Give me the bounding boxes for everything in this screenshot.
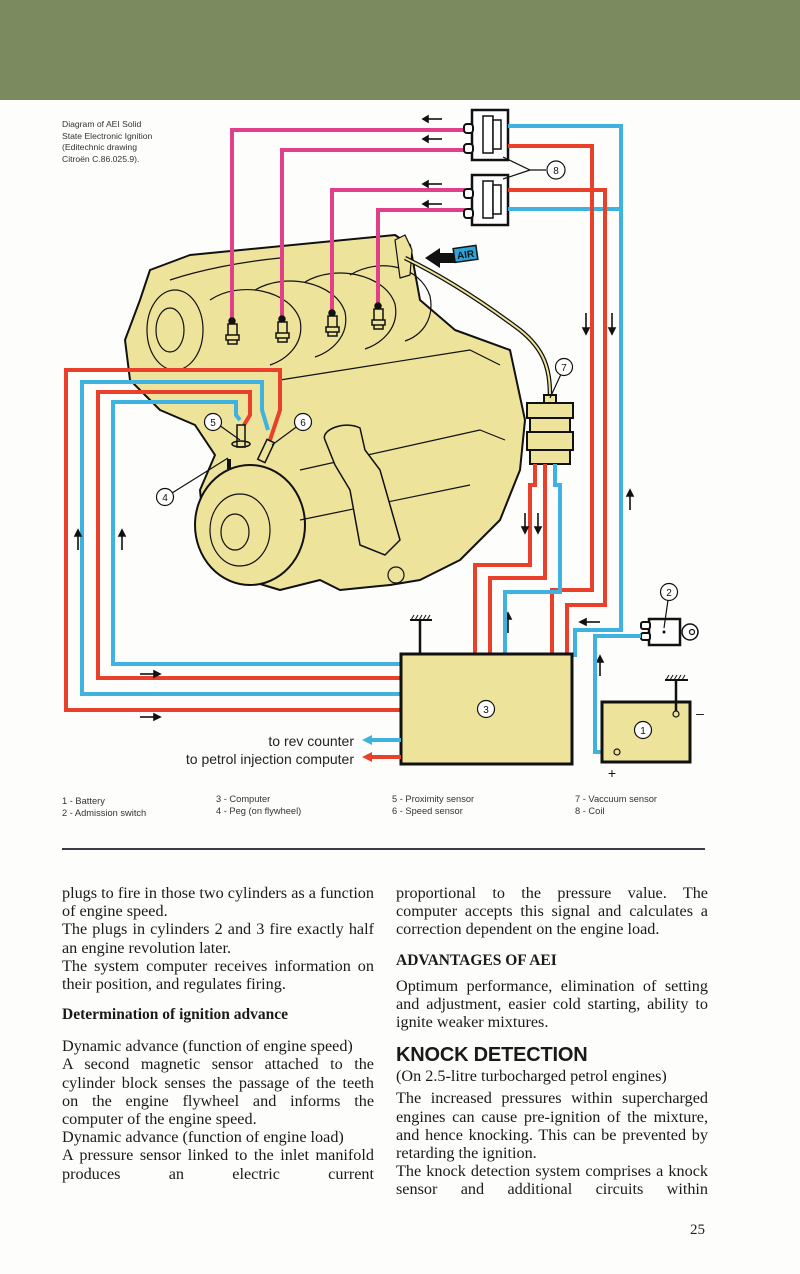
- paragraph: Optimum performance, elimination of sett…: [396, 976, 708, 1032]
- ht-direction-arrows: [421, 114, 442, 209]
- callout-battery: 1: [633, 720, 653, 740]
- svg-text:2: 2: [666, 588, 672, 599]
- callout-computer: 3: [476, 699, 496, 719]
- article-right-column: proportional to the pressure value. The …: [396, 884, 708, 1199]
- svg-text:8: 8: [553, 166, 559, 177]
- svg-text:1: 1: [640, 726, 646, 737]
- legend-item: 2 - Admission switch: [62, 808, 147, 818]
- paragraph: plugs to fire in those two cylinders as …: [62, 884, 374, 921]
- page-number: 25: [690, 1222, 705, 1238]
- legend-item: 5 - Proximity sensor: [392, 794, 475, 804]
- paragraph: The plugs in cylinders 2 and 3 fire exac…: [62, 920, 374, 957]
- battery-minus-label: –: [696, 705, 704, 721]
- callout-vacuum-sensor: 7: [554, 357, 574, 377]
- legend-column-3: 5 - Proximity sensor 6 - Speed sensor: [392, 793, 474, 817]
- output-wiring: [372, 738, 401, 759]
- paragraph: Dynamic advance (function of engine spee…: [62, 1037, 353, 1056]
- admission-switch: [640, 617, 699, 647]
- caption-line: (Editechnic drawing: [62, 142, 137, 152]
- caption-line: State Electronic Ignition: [62, 130, 153, 141]
- battery-plus-label: +: [608, 765, 616, 781]
- caption-line: Citroën C.86.025.9).: [62, 153, 140, 164]
- ignition-diagram: AIR: [64, 108, 704, 781]
- coil-upper: [463, 108, 510, 162]
- callout-peg: 4: [155, 487, 175, 507]
- legend-item: 1 - Battery: [62, 796, 105, 806]
- legend-item: 6 - Speed sensor: [392, 806, 463, 816]
- legend-column-2: 3 - Computer 4 - Peg (on flywheel): [216, 793, 301, 817]
- destination-injection-computer: to petrol injection computer: [185, 751, 354, 767]
- caption-line: Diagram of AEI Solid: [62, 119, 142, 129]
- legend-item: 4 - Peg (on flywheel): [216, 806, 302, 816]
- callout-proximity-sensor: 5: [203, 412, 223, 432]
- vacuum-sensor: [526, 394, 574, 465]
- paragraph: The knock detection system comprises a k…: [396, 1162, 708, 1199]
- paragraph: proportional to the pressure value. The …: [396, 884, 708, 939]
- right-wiring: [508, 124, 623, 657]
- destination-rev-counter: to rev counter: [268, 733, 354, 749]
- section-divider: [62, 848, 705, 850]
- paragraph: The system computer receives information…: [62, 956, 374, 994]
- speed-sensor: [256, 438, 276, 464]
- svg-text:7: 7: [561, 363, 567, 374]
- legend-column-4: 7 - Vaccuum sensor 8 - Coil: [575, 793, 657, 817]
- svg-text:6: 6: [300, 418, 306, 429]
- section-heading-large: KNOCK DETECTION: [396, 1044, 588, 1067]
- legend-item: 7 - Vaccuum sensor: [575, 794, 657, 804]
- svg-text:3: 3: [483, 705, 489, 716]
- rev-counter-arrow: [362, 735, 372, 745]
- section-heading: ADVANTAGES OF AEI: [396, 951, 557, 969]
- air-intake-indicator: AIR: [425, 244, 479, 268]
- air-label: AIR: [456, 249, 475, 262]
- left-wiring: [64, 368, 402, 712]
- flywheel-peg: [227, 459, 231, 469]
- paragraph: A pressure sensor linked to the inlet ma…: [62, 1146, 374, 1183]
- subtitle: (On 2.5-litre turbocharged petrol engine…: [396, 1067, 667, 1086]
- proximity-sensor: [231, 424, 251, 448]
- vacuum-sensor-wiring: [473, 464, 562, 657]
- callout-speed-sensor: 6: [293, 412, 313, 432]
- coil-lower: [463, 173, 510, 227]
- section-heading: Determination of ignition advance: [62, 1006, 289, 1024]
- paragraph: A second magnetic sensor attached to the…: [62, 1055, 374, 1129]
- engine-illustration: [124, 234, 526, 591]
- article-left-column: plugs to fire in those two cylinders as …: [62, 884, 374, 1183]
- injection-arrow: [362, 752, 372, 762]
- svg-text:5: 5: [210, 418, 216, 429]
- legend-item: 3 - Computer: [216, 794, 271, 804]
- legend-item: 8 - Coil: [575, 806, 605, 816]
- header-band: [0, 0, 800, 100]
- paragraph: Dynamic advance (function of engine load…: [62, 1128, 344, 1147]
- diagram-caption: Diagram of AEI Solid State Electronic Ig…: [62, 119, 212, 165]
- battery: + –: [600, 674, 704, 781]
- callout-coil: 8: [546, 160, 566, 180]
- right-wiring-arrows: [503, 313, 635, 676]
- computer-unit: [399, 614, 574, 766]
- callout-admission-switch: 2: [659, 582, 679, 602]
- paragraph: The increased pressures within superchar…: [396, 1089, 708, 1163]
- spark-plugs: [225, 302, 386, 345]
- legend-column-1: 1 - Battery 2 - Admission switch: [62, 795, 146, 819]
- svg-text:4: 4: [162, 493, 168, 504]
- left-wiring-arrows: [73, 528, 162, 722]
- ht-leads: [230, 128, 465, 320]
